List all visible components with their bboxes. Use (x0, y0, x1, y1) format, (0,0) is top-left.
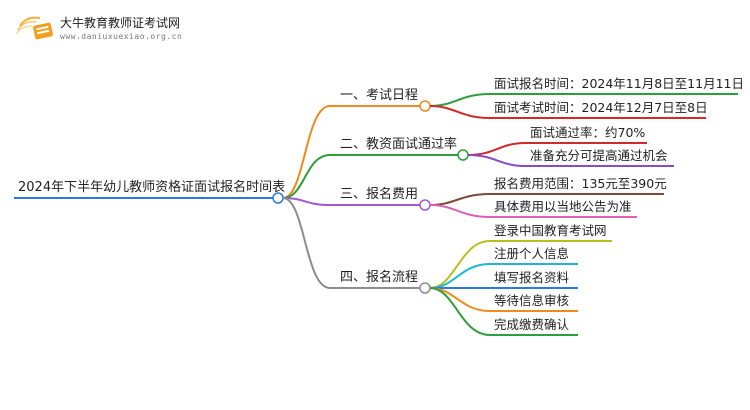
branch-3-dot (419, 199, 431, 211)
leaf-2-2-label: 准备充分可提高通过机会 (530, 148, 668, 163)
branch-2-connector (282, 154, 331, 199)
leaf-4-1-label: 登录中国教育考试网 (494, 223, 607, 238)
mindmap-root: 2024年下半年幼儿教师资格证面试报名时间表 (18, 180, 286, 195)
branch-3-connector (282, 197, 331, 206)
branch-3-label: 三、报名费用 (340, 187, 419, 202)
branch-4-label: 四、报名流程 (340, 270, 419, 285)
branch-2-label: 二、教资面试通过率 (340, 137, 458, 152)
site-url: www.daniuxuexiao.org.cn (60, 32, 183, 41)
leaf-2-2-connector (467, 154, 526, 167)
branch-4-connector (282, 197, 331, 289)
branch-1-label: 一、考试日程 (340, 88, 419, 103)
branch-1-connector (282, 105, 331, 199)
leaf-1-2-connector (429, 105, 491, 119)
leaf-2-1-connector (467, 142, 526, 156)
leaf-3-1-connector (429, 193, 491, 206)
branch-2-dot (457, 149, 469, 161)
graduation-book-logo-icon (15, 16, 53, 40)
leaf-4-4-label: 等待信息审核 (494, 293, 570, 308)
leaf-1-1-label: 面试报名时间：2024年11月8日至11月11日 (494, 76, 744, 91)
leaf-1-2-label: 面试考试时间：2024年12月7日至8日 (494, 100, 708, 115)
leaf-3-1-label: 报名费用范围：135元至390元 (494, 176, 667, 191)
leaf-4-5-label: 完成缴费确认 (494, 317, 570, 332)
site-name: 大牛教育教师证考试网 (60, 16, 181, 30)
leaf-3-2-label: 具体费用以当地公告为准 (494, 199, 632, 214)
leaf-4-4-connector (429, 287, 491, 312)
leaf-4-2-connector (429, 263, 491, 289)
leaf-4-3-label: 填写报名资料 (494, 270, 570, 285)
branch-1-dot (419, 100, 431, 112)
leaf-1-1-connector (429, 93, 491, 107)
leaf-4-5-connector (429, 287, 491, 336)
leaf-3-2-connector (429, 204, 491, 218)
branch-4-dot (419, 282, 431, 294)
leaf-4-2-label: 注册个人信息 (494, 246, 570, 261)
leaf-2-1-label: 面试通过率：约70% (530, 125, 646, 140)
